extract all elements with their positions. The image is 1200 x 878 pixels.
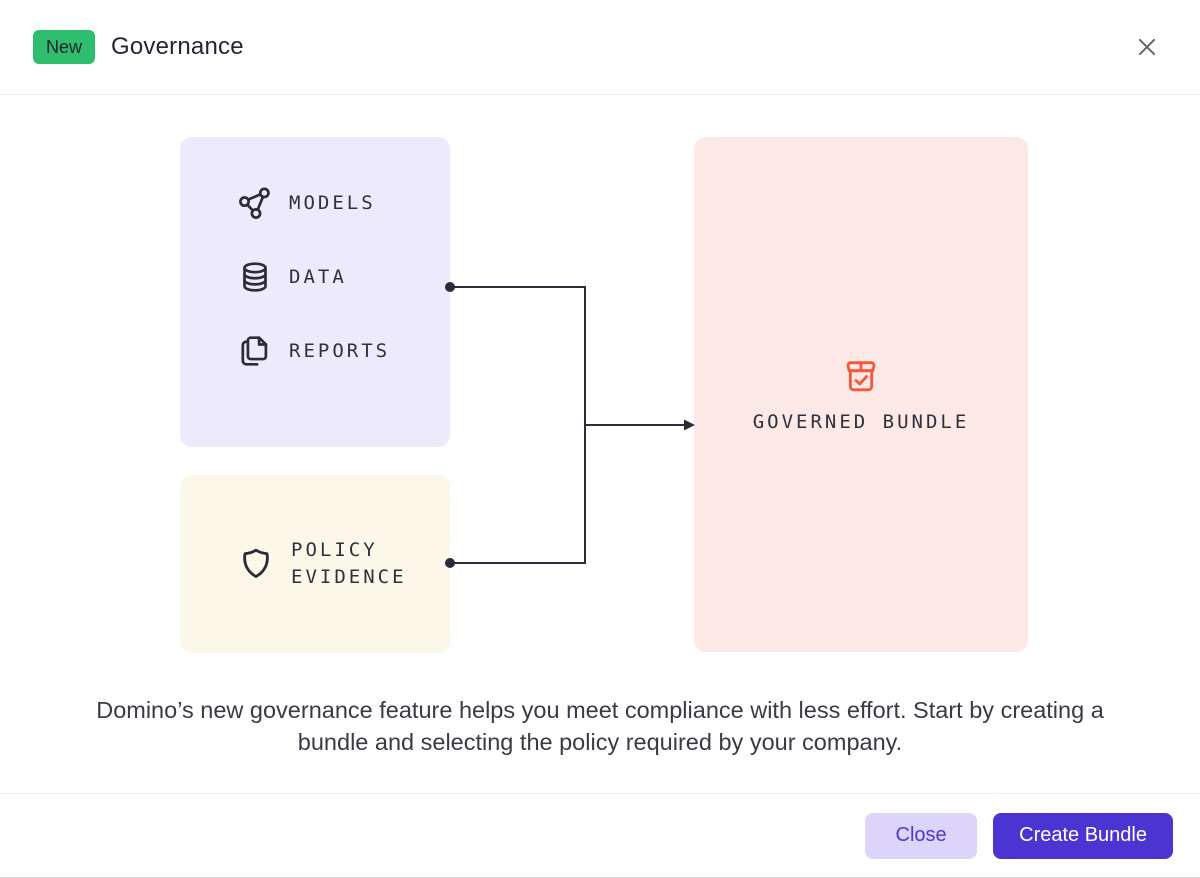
policy-box: POLICY EVIDENCE: [180, 475, 450, 653]
data-label: DATA: [289, 265, 347, 288]
bundle-label: GOVERNED BUNDLE: [752, 411, 970, 433]
policy-row: POLICY EVIDENCE: [238, 537, 450, 591]
reports-label: REPORTS: [289, 339, 391, 362]
create-bundle-button[interactable]: Create Bundle: [993, 812, 1173, 859]
package-check-icon: [841, 356, 881, 396]
new-badge: New: [33, 30, 96, 64]
shield-icon: [238, 545, 274, 583]
page-title: Governance: [111, 33, 244, 60]
reports-icon: [238, 334, 272, 368]
bundle-stack: GOVERNED BUNDLE: [694, 356, 1028, 436]
modal-header: New Governance: [0, 0, 1200, 95]
reports-row: REPORTS: [238, 334, 450, 368]
inputs-box: MODELS DATA REPORTS: [180, 137, 450, 447]
data-icon: [238, 260, 272, 294]
models-icon: [238, 186, 272, 220]
models-label: MODELS: [289, 191, 376, 214]
modal-footer: Close Create Bundle: [0, 793, 1200, 877]
data-row: DATA: [238, 260, 450, 294]
models-row: MODELS: [238, 186, 450, 220]
policy-label: POLICY EVIDENCE: [291, 539, 407, 588]
description-text: Domino’s new governance feature helps yo…: [96, 697, 1104, 755]
bundle-box: GOVERNED BUNDLE: [694, 137, 1028, 652]
close-icon[interactable]: [1130, 30, 1164, 64]
description: Domino’s new governance feature helps yo…: [0, 694, 1200, 758]
close-button[interactable]: Close: [865, 812, 978, 859]
